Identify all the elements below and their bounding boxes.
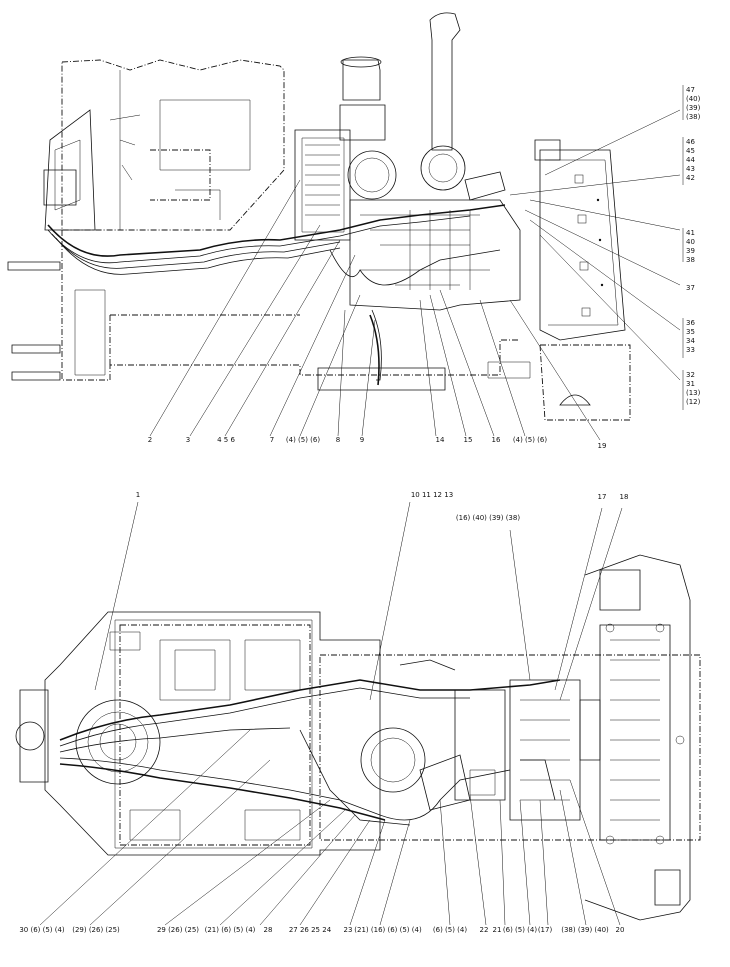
callout-43: 43 [686, 165, 695, 173]
air-filter-mesh [305, 144, 340, 216]
callout-paren-4-5-6-b: (4) (5) (6) [513, 436, 547, 444]
callout-paren-13: (13) [686, 389, 701, 397]
callout-18: 18 [620, 493, 629, 501]
callout-45: 45 [686, 147, 695, 155]
callout-37: 37 [686, 284, 695, 292]
side-view-right-labels: 47 (40) (39) (38) 46 45 44 43 42 41 40 3… [686, 86, 701, 406]
callout-14: 14 [436, 436, 445, 444]
callout-paren-6-5-4-a: (6) (5) (4) [433, 926, 467, 934]
side-view-drawing [7, 12, 684, 441]
callout-30-group: 30 (6) (5) (4) [19, 926, 65, 934]
callout-9: 9 [360, 436, 364, 444]
callout-22: 22 [480, 926, 489, 934]
callout-paren-21-6-5-4-a: (21) (6) (5) (4) [205, 926, 256, 934]
callout-20: 20 [616, 926, 625, 934]
callout-17: 17 [598, 493, 607, 501]
callout-7: 7 [270, 436, 274, 444]
callout-16: 16 [492, 436, 501, 444]
callout-32: 32 [686, 371, 695, 379]
callout-paren-21-16-6-5-4: (21) (16) (6) (5) (4) [354, 926, 422, 934]
callout-paren-39-a: (39) [686, 104, 701, 112]
callout-paren-12: (12) [686, 398, 701, 406]
side-view-bottom-labels: 2 3 4 5 6 7 (4) (5) (6) 8 9 14 15 16 (4)… [148, 436, 607, 450]
callout-8: 8 [336, 436, 340, 444]
callout-paren-16-40-39-38: (16) (40) (39) (38) [456, 514, 520, 522]
callout-28: 28 [264, 926, 273, 934]
callout-10-11-12-13: 10 11 12 13 [411, 491, 453, 499]
callout-19: 19 [598, 442, 607, 450]
callout-paren-38-a: (38) [686, 113, 701, 121]
callout-40: 40 [686, 238, 695, 246]
callout-paren-38-39-40: (38) (39) (40) [561, 926, 609, 934]
callout-38: 38 [686, 256, 695, 264]
callout-34: 34 [686, 337, 695, 345]
callout-39: 39 [686, 247, 695, 255]
callout-29-group: 29 (26) (25) [157, 926, 199, 934]
callout-15: 15 [464, 436, 473, 444]
callout-paren-40-a: (40) [686, 95, 701, 103]
plan-view-harness [59, 659, 561, 826]
callout-paren-4-5-6-a: (4) (5) (6) [286, 436, 320, 444]
callout-27-26-25-24: 27 26 25 24 [289, 926, 332, 934]
callout-44: 44 [686, 156, 695, 164]
callout-31: 31 [686, 380, 695, 388]
radiator-bolts [574, 174, 604, 317]
callout-2: 2 [148, 436, 152, 444]
callout-33: 33 [686, 346, 695, 354]
callout-42: 42 [686, 174, 695, 182]
plan-view-leaders [39, 501, 623, 926]
callout-paren-29-26-25: (29) (26) (25) [72, 926, 120, 934]
callout-paren-17: (17) [538, 926, 553, 934]
side-view-leaders [149, 109, 681, 441]
callout-41: 41 [686, 229, 695, 237]
callout-36: 36 [686, 319, 695, 327]
callout-paren-6-5-4-b: (6) (5) (4) [503, 926, 537, 934]
callout-3: 3 [186, 436, 190, 444]
callout-21: 21 [493, 926, 502, 934]
plan-view-drawing [15, 501, 701, 926]
plan-view-bottom-labels: 30 (6) (5) (4) (29) (26) (25) 29 (26) (2… [19, 926, 624, 934]
callout-1: 1 [136, 491, 140, 499]
callout-47: 47 [686, 86, 695, 94]
plan-view-top-labels: 1 10 11 12 13 (16) (40) (39) (38) 17 18 [136, 491, 629, 522]
callout-4-5-6: 4 5 6 [217, 436, 235, 444]
callout-35: 35 [686, 328, 695, 336]
callout-46: 46 [686, 138, 695, 146]
side-view-harness [47, 204, 506, 386]
callout-23: 23 [344, 926, 353, 934]
